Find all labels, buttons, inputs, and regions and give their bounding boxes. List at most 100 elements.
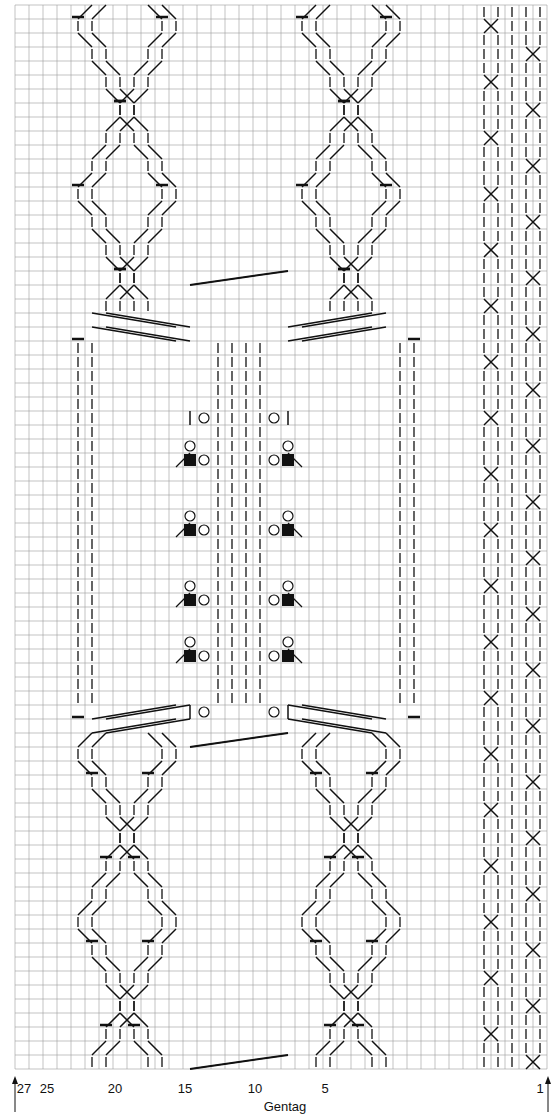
knit-stitch xyxy=(77,511,78,521)
knit-stitch xyxy=(525,357,526,367)
knit-stitch xyxy=(511,287,512,297)
cable-line xyxy=(372,957,386,971)
cable-line xyxy=(484,19,498,33)
cable-line xyxy=(344,985,358,999)
knit-stitch xyxy=(483,483,484,493)
knit-stitch xyxy=(217,567,218,577)
cable-line xyxy=(288,649,302,663)
knit-stitch xyxy=(91,511,92,521)
knit-stitch xyxy=(371,1057,372,1067)
cable-line xyxy=(190,271,288,285)
yarn-over xyxy=(269,595,279,605)
knit-stitch xyxy=(511,399,512,409)
knit-stitch xyxy=(119,105,120,115)
cable-line xyxy=(484,19,498,33)
cable-bar xyxy=(408,338,420,341)
cable-line xyxy=(484,579,498,593)
grid-line xyxy=(15,257,547,258)
knit-stitch xyxy=(511,1043,512,1053)
knit-stitch xyxy=(315,889,316,899)
cable-line xyxy=(372,201,386,215)
knit-stitch xyxy=(497,371,498,381)
knit-stitch xyxy=(245,539,246,549)
grid-line xyxy=(15,47,547,48)
cable-line xyxy=(344,817,358,831)
grid-line xyxy=(15,299,547,300)
knit-stitch xyxy=(511,651,512,661)
knit-stitch xyxy=(217,609,218,619)
knit-stitch xyxy=(511,679,512,689)
knit-stitch xyxy=(77,469,78,479)
knit-stitch xyxy=(483,567,484,577)
knit-stitch xyxy=(497,385,498,395)
knit-stitch xyxy=(511,1029,512,1039)
knit-stitch xyxy=(91,553,92,563)
grid-line xyxy=(15,355,547,356)
knit-stitch xyxy=(91,21,92,31)
cable-line xyxy=(316,873,330,887)
knit-stitch xyxy=(539,427,540,437)
cable-line xyxy=(302,33,316,47)
yarn-over xyxy=(199,595,209,605)
cable-line xyxy=(148,873,162,887)
cable-line xyxy=(526,383,540,397)
cable-line xyxy=(484,299,498,313)
knit-stitch xyxy=(525,35,526,45)
knit-stitch xyxy=(231,455,232,465)
cable-line xyxy=(484,579,498,593)
knit-stitch xyxy=(329,77,330,87)
knit-stitch xyxy=(91,665,92,675)
knit-stitch xyxy=(511,973,512,983)
knit-stitch xyxy=(511,77,512,87)
cable-line xyxy=(120,117,134,131)
cable-line xyxy=(484,523,498,537)
knit-stitch xyxy=(329,49,330,59)
grid-line xyxy=(15,187,547,188)
cable-line xyxy=(134,817,148,831)
knit-stitch xyxy=(483,259,484,269)
knit-stitch xyxy=(539,245,540,255)
grid-line xyxy=(15,117,547,118)
knit-stitch xyxy=(343,1001,344,1011)
knit-stitch xyxy=(511,749,512,759)
cable-line xyxy=(484,355,498,369)
knit-stitch xyxy=(511,819,512,829)
grid-line xyxy=(15,915,547,916)
knit-stitch xyxy=(511,875,512,885)
grid-line xyxy=(15,481,547,482)
knit-stitch xyxy=(147,161,148,171)
grid-line xyxy=(15,159,547,160)
cable-line xyxy=(358,1041,372,1055)
knit-stitch xyxy=(525,413,526,423)
knit-stitch xyxy=(511,917,512,927)
knit-stitch xyxy=(511,259,512,269)
knit-stitch xyxy=(259,511,260,521)
knit-stitch xyxy=(511,455,512,465)
knit-stitch xyxy=(539,413,540,423)
knit-stitch xyxy=(511,133,512,143)
knit-stitch xyxy=(483,889,484,899)
grid-line xyxy=(15,971,547,972)
knit-stitch xyxy=(231,357,232,367)
grid-line xyxy=(15,999,547,1000)
knit-stitch xyxy=(497,987,498,997)
knit-stitch xyxy=(497,217,498,227)
grid-line xyxy=(15,201,547,202)
knit-stitch xyxy=(539,1029,540,1039)
knit-stitch xyxy=(91,581,92,591)
knit-stitch xyxy=(399,399,400,409)
cable-line xyxy=(484,467,498,481)
knit-stitch xyxy=(105,1029,106,1039)
knit-stitch xyxy=(497,735,498,745)
cable-line xyxy=(484,243,498,257)
cable-line xyxy=(120,845,134,859)
cable-line xyxy=(484,355,498,369)
cable-line xyxy=(302,901,316,915)
knit-stitch xyxy=(525,1043,526,1053)
knit-stitch xyxy=(105,777,106,787)
cable-line xyxy=(190,1055,288,1069)
knit-stitch xyxy=(399,21,400,31)
knit-stitch xyxy=(91,777,92,787)
cable-line xyxy=(190,271,288,285)
cable-line xyxy=(526,663,540,677)
